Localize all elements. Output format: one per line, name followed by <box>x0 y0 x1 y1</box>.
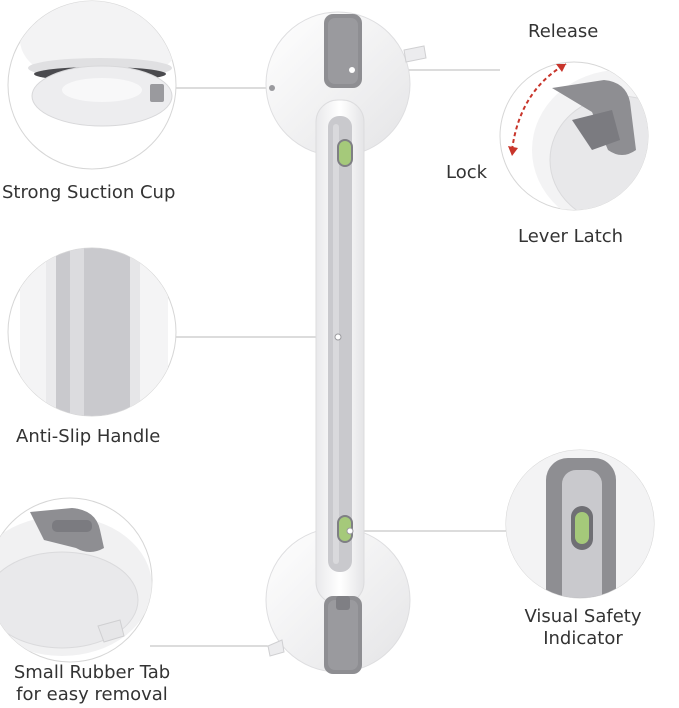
grab-bar <box>265 11 427 674</box>
detail-handle <box>7 247 177 417</box>
label-lever-latch: Lever Latch <box>518 226 624 247</box>
label-suction-cup: Strong Suction Cup <box>2 182 176 203</box>
top-safety-indicator <box>337 139 353 167</box>
detail-lever-latch <box>499 61 649 211</box>
detail-safety-indicator <box>505 449 655 599</box>
red-direction-arrow <box>511 63 567 151</box>
label-release: Release <box>528 21 599 42</box>
bottom-rubber-tab <box>267 639 285 657</box>
label-rubber-tab-line1: Small Rubber Tab <box>13 662 171 683</box>
grip-strip <box>328 116 352 572</box>
label-lock: Lock <box>446 162 488 183</box>
label-rubber-tab: Small Rubber Tab for easy removal <box>2 662 182 706</box>
top-rubber-tab <box>403 45 427 63</box>
detail-suction-cup <box>7 0 177 170</box>
detail-rubber-tab <box>0 497 153 663</box>
label-anti-slip-handle: Anti-Slip Handle <box>16 426 161 447</box>
label-rubber-tab-line2: for easy removal <box>16 684 168 705</box>
label-visual-safety-indicator: Visual Safety Indicator <box>508 606 658 650</box>
label-safety-line2: Indicator <box>543 628 623 649</box>
label-safety-line1: Visual Safety <box>524 606 642 627</box>
